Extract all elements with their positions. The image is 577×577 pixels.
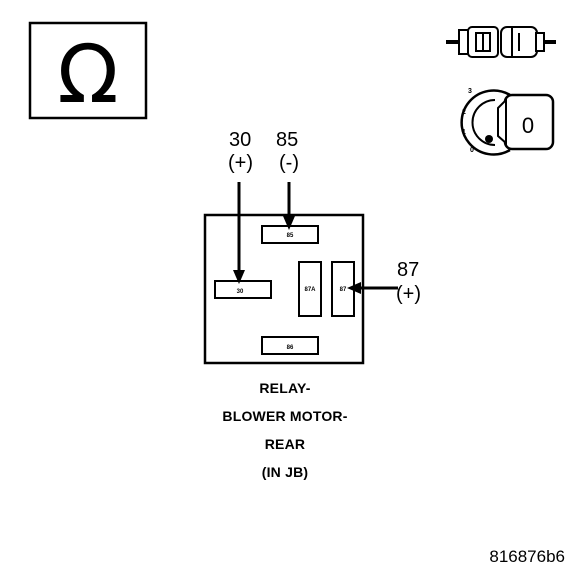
terminal-30-number: 30 bbox=[229, 129, 252, 151]
pin-30-label: 30 bbox=[237, 289, 244, 295]
caption-line-2: BLOWER MOTOR- bbox=[222, 408, 348, 424]
test-arrows bbox=[233, 182, 398, 294]
terminal-85-polarity: (-) bbox=[279, 152, 299, 174]
ignition-key-icon: 3 2 1 0 0 bbox=[460, 88, 555, 156]
pin-87-label: 87 bbox=[340, 287, 347, 293]
terminal-87-polarity: (+) bbox=[396, 283, 421, 305]
caption-line-4: (IN JB) bbox=[261, 464, 309, 480]
ignition-pos-2: 2 bbox=[462, 109, 466, 116]
pin-86 bbox=[261, 336, 319, 355]
pin-87a-label: 87A bbox=[304, 287, 316, 293]
connector-icon bbox=[446, 26, 556, 58]
ohmmeter-icon: Ω bbox=[28, 21, 148, 121]
pin-86-label: 86 bbox=[287, 345, 294, 351]
image-id: 816876b6 bbox=[489, 547, 565, 566]
terminal-87-number: 87 bbox=[397, 259, 420, 281]
ignition-pos-3: 3 bbox=[468, 88, 472, 95]
caption-line-1: RELAY- bbox=[259, 380, 311, 396]
pin-30 bbox=[214, 280, 272, 299]
terminal-85-number: 85 bbox=[276, 129, 299, 151]
terminal-30-polarity: (+) bbox=[228, 152, 253, 174]
ignition-pos-1: 1 bbox=[462, 129, 466, 136]
relay-body: 85 30 87A 87 86 bbox=[203, 213, 365, 365]
caption-line-3: REAR bbox=[264, 436, 306, 452]
ohm-symbol: Ω bbox=[57, 28, 118, 121]
ignition-pos-0: 0 bbox=[470, 147, 474, 154]
pin-85-label: 85 bbox=[287, 233, 294, 239]
pin-87a bbox=[298, 261, 322, 317]
key-position-label: 0 bbox=[522, 113, 534, 138]
